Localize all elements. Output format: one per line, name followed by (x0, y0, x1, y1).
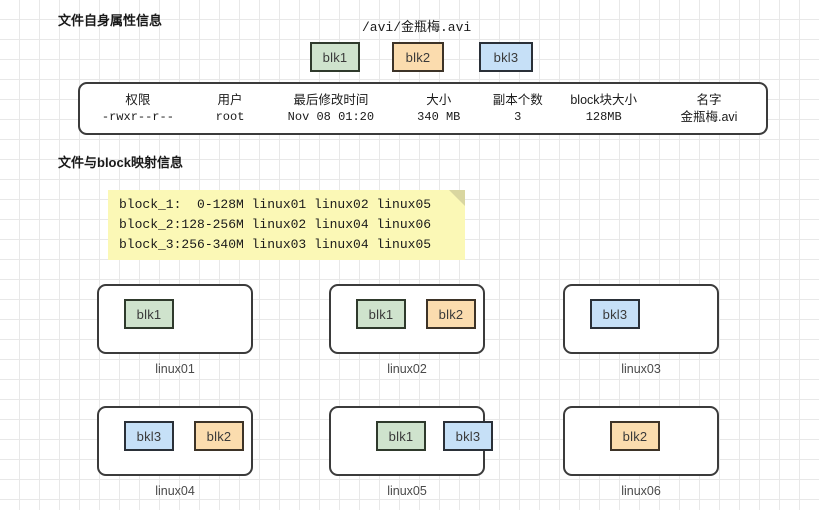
node-label-linux01: linux01 (155, 362, 195, 376)
node-linux05-block-bkl3: bkl3 (443, 421, 493, 451)
node-linux03-block-bkl3: bkl3 (590, 299, 640, 329)
file-path-label: /avi/金瓶梅.avi (362, 20, 472, 35)
node-linux02-block-blk1: blk1 (356, 299, 406, 329)
attr-column-size: 大小 340 MB (398, 93, 480, 125)
mapping-line-block-1: block_1: 0-128M linux01 linux02 linux05 (119, 197, 432, 212)
node-linux04-block-bkl3: bkl3 (124, 421, 174, 451)
attr-header-block-size: block块大小 (570, 92, 638, 107)
attr-value-filename: 金瓶梅.avi (680, 109, 738, 124)
attr-header-modified-time: 最后修改时间 (293, 92, 369, 107)
node-label-linux06: linux06 (621, 484, 661, 498)
note-folded-corner-icon (449, 190, 465, 206)
legend-block-blk1: blk1 (310, 42, 360, 72)
section-heading-mapping: 文件与block映射信息 (58, 155, 183, 170)
mapping-line-block-3: block_3:256-340M linux03 linux04 linux05 (119, 237, 432, 252)
attr-column-permission: 权限 -rwxr--r-- (80, 93, 196, 125)
attr-value-block-size: 128MB (585, 109, 622, 124)
attr-header-filename: 名字 (696, 92, 722, 107)
node-linux01-block-blk1: blk1 (124, 299, 174, 329)
attr-header-permission: 权限 (125, 92, 151, 107)
node-label-linux04: linux04 (155, 484, 195, 498)
attr-column-block-size: block块大小 128MB (555, 93, 652, 125)
attr-header-user: 用户 (217, 92, 243, 107)
node-linux06-block-blk2: blk2 (610, 421, 660, 451)
attr-column-user: 用户 root (196, 93, 264, 125)
attr-column-filename: 名字 金瓶梅.avi (652, 93, 766, 125)
node-linux06: blk2 (563, 406, 719, 476)
node-label-linux02: linux02 (387, 362, 427, 376)
section-heading-attributes: 文件自身属性信息 (58, 13, 163, 28)
node-linux02: blk1 blk2 (329, 284, 485, 354)
node-linux04: bkl3 blk2 (97, 406, 253, 476)
node-label-linux05: linux05 (387, 484, 427, 498)
node-linux04-block-blk2: blk2 (194, 421, 244, 451)
attr-column-modified-time: 最后修改时间 Nov 08 01:20 (264, 93, 397, 125)
file-attribute-table: 权限 -rwxr--r-- 用户 root 最后修改时间 Nov 08 01:2… (78, 82, 768, 135)
legend-block-blk2: blk2 (392, 42, 444, 72)
attr-value-modified-time: Nov 08 01:20 (287, 109, 375, 124)
node-linux03: bkl3 (563, 284, 719, 354)
legend-block-bkl3: bkl3 (479, 42, 533, 72)
node-linux02-block-blk2: blk2 (426, 299, 476, 329)
node-label-linux03: linux03 (621, 362, 661, 376)
node-linux05-block-blk1: blk1 (376, 421, 426, 451)
attr-header-replica-count: 副本个数 (492, 92, 543, 107)
mapping-line-block-2: block_2:128-256M linux02 linux04 linux06 (119, 217, 432, 232)
attr-value-user: root (215, 109, 245, 124)
attr-value-permission: -rwxr--r-- (101, 109, 174, 124)
attr-value-replica-count: 3 (514, 109, 522, 124)
attr-column-replica-count: 副本个数 3 (480, 93, 555, 125)
attr-header-size: 大小 (426, 92, 452, 107)
attr-value-size: 340 MB (417, 109, 461, 124)
node-linux05: blk1 bkl3 (329, 406, 493, 476)
block-mapping-note: block_1: 0-128M linux01 linux02 linux05 … (108, 190, 465, 260)
node-linux01: blk1 (97, 284, 253, 354)
